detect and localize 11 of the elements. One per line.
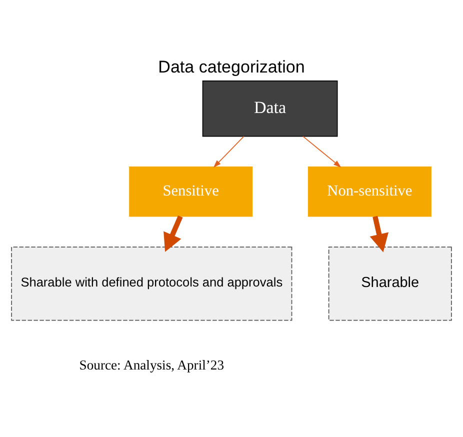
- arrow: [213, 136, 244, 168]
- node-box: Sharable: [328, 246, 452, 321]
- arrow: [302, 136, 342, 168]
- node-box: Data: [202, 80, 338, 137]
- node-box: Sensitive: [129, 166, 253, 217]
- arrow: [164, 215, 183, 252]
- caption: Source: Analysis, April’23: [79, 358, 224, 372]
- node-box: Sharable with defined protocols and approvals: [11, 246, 292, 321]
- arrow: [370, 216, 389, 252]
- node-box: Non-sensitive: [308, 166, 432, 217]
- diagram-title: Data categorization: [158, 57, 305, 76]
